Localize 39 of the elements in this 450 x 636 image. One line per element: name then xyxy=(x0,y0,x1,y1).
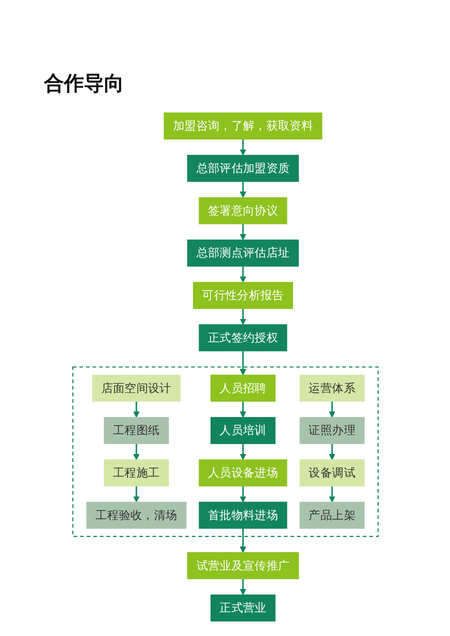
node-box: 工程验收，清场 xyxy=(86,502,186,529)
arrow xyxy=(239,444,246,460)
arrow xyxy=(239,139,246,156)
arrow xyxy=(328,444,335,460)
node-box: 可行性分析报告 xyxy=(192,282,293,309)
arrow xyxy=(239,350,246,376)
arrow xyxy=(132,444,140,460)
node-box: 总部评估加盟资质 xyxy=(186,154,298,182)
arrow xyxy=(239,182,246,198)
node-box: 试营业及宣传推广 xyxy=(186,552,298,580)
node-box: 正式营业 xyxy=(210,594,276,622)
node-box: 总部测点评估店址 xyxy=(186,240,298,267)
node-box: 首批物料进场 xyxy=(198,502,287,529)
node-box: 店面空间设计 xyxy=(92,374,180,402)
node-box: 签署意向协议 xyxy=(198,197,287,224)
arrow xyxy=(328,486,335,502)
arrow xyxy=(239,308,246,325)
node-box: 工程图纸 xyxy=(103,417,168,444)
arrow xyxy=(132,401,140,418)
arrow xyxy=(239,401,246,418)
node-box: 工程施工 xyxy=(103,459,168,486)
node-box: 正式签约授权 xyxy=(198,324,287,352)
arrow xyxy=(132,486,140,502)
node-box: 人员招聘 xyxy=(210,374,276,402)
arrow xyxy=(239,578,246,596)
arrow xyxy=(239,266,246,283)
node-box: 加盟咨询，了解，获取资料 xyxy=(163,112,322,140)
node-box: 运营体系 xyxy=(299,374,364,402)
node-box: 证照办理 xyxy=(299,417,364,444)
arrow xyxy=(239,224,246,240)
node-box: 人员培训 xyxy=(210,417,276,444)
node-box: 人员设备进场 xyxy=(198,459,287,486)
node-box: 产品上架 xyxy=(299,502,364,529)
arrow xyxy=(239,486,246,502)
arrow xyxy=(239,528,246,553)
page-title: 合作导向 xyxy=(44,70,125,97)
arrow xyxy=(328,401,335,418)
cluster xyxy=(72,366,378,537)
node-box: 设备调试 xyxy=(299,459,364,486)
